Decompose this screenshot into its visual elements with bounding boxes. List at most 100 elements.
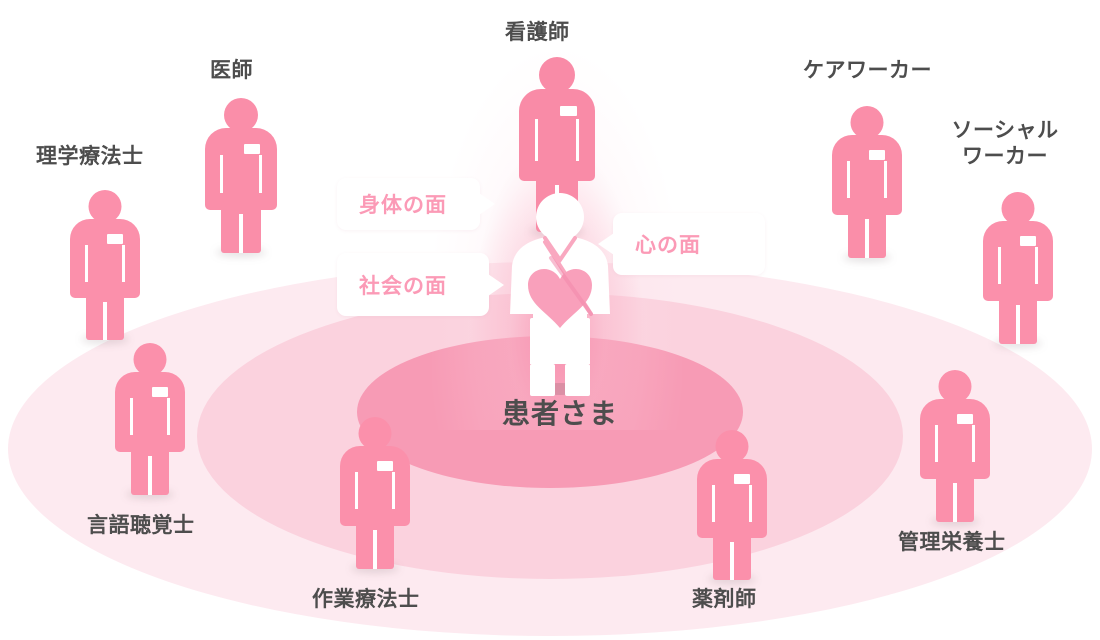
callout-tail-icon (598, 233, 614, 255)
figure-leg-gap (953, 483, 957, 522)
figure-leg-gap (555, 185, 559, 232)
figure-arm-line-right (972, 425, 975, 462)
label-doctor: 医師 (210, 59, 253, 82)
figure-arm-line-left (355, 472, 358, 509)
figure-dietitian (920, 370, 990, 526)
figure-legs (999, 293, 1037, 344)
figure-badge (734, 474, 750, 484)
figure-body (920, 399, 990, 479)
figure-shadow (994, 339, 1042, 348)
callout-tail-icon (479, 193, 495, 215)
figure-badge (957, 414, 973, 424)
figure-legs (536, 171, 578, 232)
label-physical-therapist: 理学療法士 (36, 145, 144, 168)
figure-legs (936, 471, 974, 522)
figure-leg-gap (239, 214, 243, 253)
figure-pharmacist (697, 430, 767, 584)
callout-physical-label: 身体の面 (359, 194, 447, 217)
figure-head (850, 106, 884, 139)
figure-body (697, 459, 767, 538)
figure-shadow (81, 335, 129, 344)
callout-social-label: 社会の面 (359, 274, 447, 298)
figure-leg-gap (103, 302, 107, 340)
figure-legs (713, 530, 751, 580)
figure-badge (107, 234, 123, 244)
figure-arm-line-right (392, 472, 395, 509)
patient-icon (510, 193, 610, 396)
figure-leg-gap (148, 456, 152, 495)
figure-shadow (126, 490, 174, 499)
figure-nurse (519, 57, 595, 236)
figure-arm-line-right (167, 398, 170, 435)
figure-badge (869, 150, 885, 160)
figure-arm-line-left (847, 161, 850, 198)
figure-arm-line-left (220, 155, 223, 193)
figure-head (938, 370, 972, 403)
figure-body (70, 219, 140, 298)
figure-badge (152, 387, 168, 397)
figure-arm-line-left (85, 245, 88, 282)
figure-leg-gap (1016, 305, 1020, 344)
label-care-worker: ケアワーカー (803, 59, 932, 82)
label-pharmacist: 薬剤師 (692, 588, 757, 611)
figure-head (133, 343, 167, 376)
figure-shadow (530, 227, 584, 236)
figure-badge (560, 106, 577, 116)
figure-physical-therapist (70, 190, 140, 344)
figure-shadow (708, 575, 756, 584)
figure-arm-line-left (935, 425, 938, 462)
figure-badge (244, 144, 260, 154)
figure-occupational-therapist (340, 417, 410, 573)
figure-leg-gap (730, 542, 734, 580)
callout-mental-aspect: 心の面 (598, 213, 765, 275)
label-speech-therapist: 言語聴覚士 (87, 514, 195, 537)
figure-speech-therapist (115, 343, 185, 499)
figure-shadow (351, 564, 399, 573)
figure-shadow (931, 517, 979, 526)
callout-physical-aspect: 身体の面 (337, 178, 495, 230)
figure-shadow (216, 248, 266, 257)
figure-body (832, 135, 902, 215)
figure-badge (1020, 236, 1036, 246)
label-social-worker: ソーシャル ワーカー (951, 119, 1059, 168)
figure-legs (86, 290, 124, 340)
figure-legs (221, 201, 261, 253)
figure-body (340, 446, 410, 526)
figure-head (88, 190, 122, 223)
label-nurse: 看護師 (505, 21, 570, 44)
figure-head (358, 417, 392, 450)
figure-arm-line-left (130, 398, 133, 435)
figure-legs (848, 207, 886, 258)
figure-head (224, 98, 258, 132)
figure-arm-line-right (1035, 247, 1038, 284)
callout-tail-icon (488, 273, 504, 296)
ring-middle (197, 293, 903, 579)
figure-care-worker (832, 106, 902, 262)
figure-leg-gap (373, 530, 377, 569)
figure-legs (356, 518, 394, 569)
figure-arm-line-right (749, 485, 752, 522)
figure-arm-line-right (576, 119, 579, 161)
label-occupational-therapist: 作業療法士 (312, 588, 420, 611)
figure-legs (131, 444, 169, 495)
figure-arm-line-left (998, 247, 1001, 284)
patient-caption: 患者さま (501, 398, 618, 429)
ring-outer (8, 262, 1092, 636)
figure-body (519, 89, 595, 181)
callout-mental-label: 心の面 (635, 234, 701, 257)
figure-social-worker (983, 192, 1053, 348)
figure-head (1001, 192, 1035, 225)
figure-patient (495, 186, 625, 398)
figure-doctor (205, 98, 277, 257)
figure-head (715, 430, 749, 463)
figure-shadow (843, 253, 891, 262)
figure-body (205, 128, 277, 210)
figure-arm-line-right (259, 155, 262, 193)
figure-badge (377, 461, 393, 471)
figure-body (983, 221, 1053, 301)
figure-arm-line-right (122, 245, 125, 282)
figure-arm-line-left (535, 119, 538, 161)
label-dietitian: 管理栄養士 (898, 531, 1006, 554)
callout-social-aspect: 社会の面 (337, 253, 504, 316)
